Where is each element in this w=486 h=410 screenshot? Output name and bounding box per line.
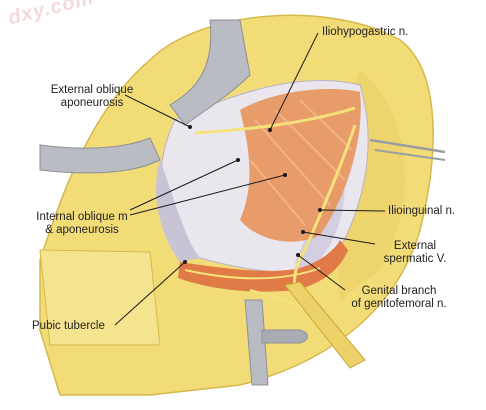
retractor-left: [39, 137, 161, 174]
label-internal-oblique-line2: & aponeurosis: [45, 224, 119, 236]
retractor-right-wire-2: [374, 149, 446, 161]
leader-genital-branch: [297, 254, 346, 291]
label-genital-branch-line2: of genitofemoral n.: [351, 298, 447, 310]
ilioinguinal-nerve: [293, 124, 357, 301]
genital-branch-nerve: [249, 289, 306, 311]
label-external-oblique: External oblique aponeurosis: [36, 84, 148, 110]
clamp-lower: [244, 299, 269, 386]
label-iliohypogastric: Iliohypogastric n.: [322, 26, 409, 38]
muscle-fiber-1: [254, 119, 331, 206]
label-external-spermatic-line1: External: [393, 240, 437, 252]
label-genital-branch: Genital branch of genitofemoral n.: [338, 285, 460, 311]
label-internal-oblique-line1: Internal oblique m: [36, 211, 128, 223]
iliohypogastric-nerve: [194, 106, 356, 135]
retractor-right-wire: [369, 138, 446, 154]
leader-dots: [183, 125, 322, 264]
label-external-oblique-line1: External oblique: [50, 84, 134, 96]
label-external-spermatic: External spermatic V.: [365, 240, 465, 266]
label-ilioinguinal: Ilioinguinal n.: [388, 205, 456, 217]
label-pubic-tubercle: Pubic tubercle: [32, 320, 105, 332]
leader-internal-oblique-a: [129, 159, 239, 211]
aponeurosis-shadow: [156, 160, 200, 262]
spermatic-cord-vessel: [184, 267, 321, 280]
retractor-yellow-band: [284, 281, 366, 369]
leader-iliohypogastric: [269, 32, 319, 131]
muscle-fiber-3: [299, 99, 353, 151]
clamp-lower-handle: [261, 329, 308, 344]
label-external-oblique-line2: aponeurosis: [60, 97, 124, 109]
muscle-fiber-4: [249, 159, 306, 226]
leader-external-spermatic: [302, 231, 376, 245]
leader-external-oblique: [124, 94, 191, 128]
spermatic-cord: [178, 240, 348, 292]
muscle-fiber-2: [274, 109, 346, 181]
label-internal-oblique: Internal oblique m & aponeurosis: [26, 211, 138, 237]
label-genital-branch-line1: Genital branch: [361, 285, 437, 297]
leader-pubic-tubercle: [114, 261, 186, 326]
skin-fold-lower-left: [39, 249, 161, 346]
label-external-spermatic-line2: spermatic V.: [383, 253, 447, 265]
leader-lines: [114, 32, 386, 326]
leader-internal-oblique-b: [129, 174, 286, 216]
leader-ilioinguinal: [319, 209, 386, 212]
